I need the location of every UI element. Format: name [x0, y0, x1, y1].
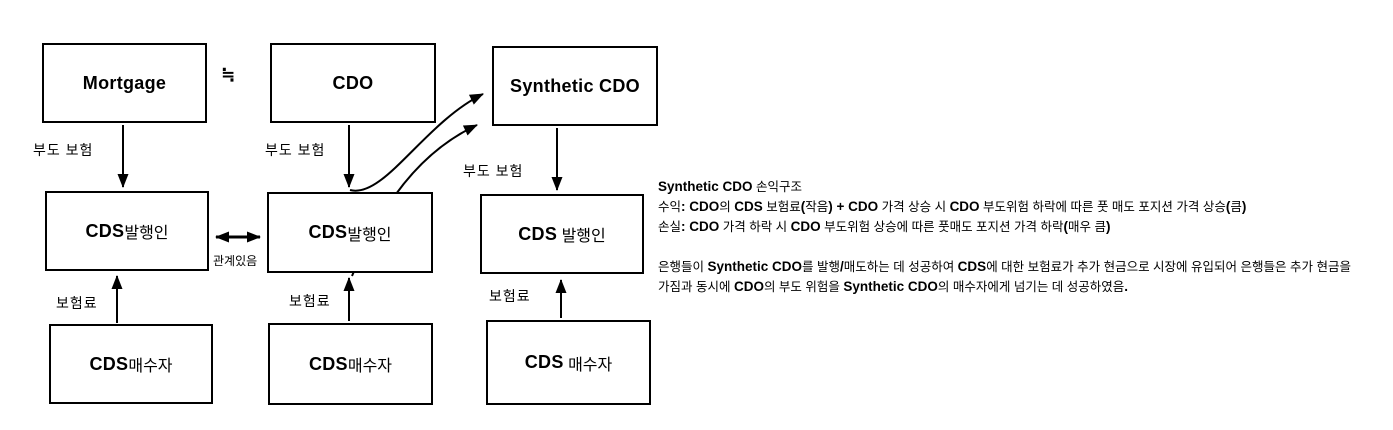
node-cds-issuer-2-label: CDS [308, 222, 348, 242]
edge-label-default-insurance-2: 부도 보험 [265, 142, 326, 158]
node-cds-buyer-1-label: CDS [89, 353, 129, 374]
edge-label-default-insurance-3: 부도 보험 [463, 163, 524, 179]
approx-equal-symbol: ≒ [221, 65, 236, 84]
node-synthetic-cdo-label: Synthetic CDO [510, 75, 640, 96]
edge-label-premium-1: 보험료 [56, 295, 98, 311]
node-synthetic-cdo: Synthetic CDO [492, 46, 658, 126]
node-cds-buyer-2-label: CDS [308, 353, 348, 374]
edge-label-related: 관계있음 [213, 254, 258, 268]
node-cds-buyer-3: CDS 매수자 [486, 320, 651, 405]
edge-label-premium-3: 보험료 [489, 288, 531, 304]
node-cds-issuer-1-label: CDS [85, 220, 125, 241]
node-cds-issuer-3: CDS 발행인 [480, 194, 644, 274]
notes-paragraph: 은행들이 Synthetic CDO를 발행/매도하는 데 성공하여 CDS에 … [658, 259, 1351, 294]
edge-label-premium-2: 보험료 [289, 293, 331, 309]
node-mortgage-label: Mortgage [82, 72, 167, 93]
node-cdo-label: CDO [332, 72, 374, 93]
edge-label-default-insurance-1: 부도 보험 [33, 142, 94, 158]
node-cds-issuer-3-label: CDS [518, 223, 558, 244]
notes-title: Synthetic CDO 손익구조 [658, 179, 802, 194]
notes-loss-line: 손실: CDO 가격 하락 시 CDO 부도위험 상승에 따른 풋매도 포지션 … [658, 219, 1111, 234]
notes-block: Synthetic CDO 손익구조 수익: CDO의 CDS 보험료(작음) … [658, 177, 1358, 297]
node-mortgage: Mortgage [42, 43, 207, 123]
curve-issuer2-to-syntheticcdo-upper [349, 93, 484, 192]
notes-profit-line: 수익: CDO의 CDS 보험료(작음) + CDO 가격 상승 시 CDO 부… [658, 199, 1247, 214]
node-cds-buyer-3-label: CDS [524, 352, 564, 372]
node-cdo: CDO [270, 43, 436, 123]
